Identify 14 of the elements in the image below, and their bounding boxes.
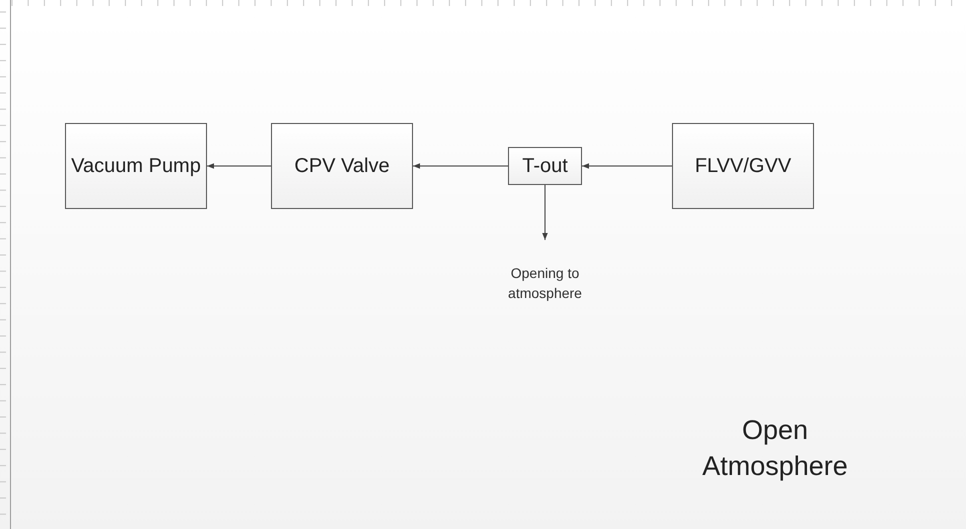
process-box [65, 123, 207, 209]
annotation-text: Opening to atmosphere [507, 264, 583, 303]
process-box [271, 123, 413, 209]
box-label: CPV Valve [293, 154, 391, 179]
arrow [542, 184, 548, 240]
box-label: FLVV/GVV [694, 154, 792, 179]
area-label: Open Atmosphere [701, 414, 849, 483]
box-label: Vacuum Pump [70, 154, 202, 179]
arrow [582, 163, 672, 169]
box-label: T-out [521, 154, 569, 179]
process-box [672, 123, 814, 209]
arrow [412, 163, 508, 169]
arrow [206, 163, 272, 169]
process-box [508, 147, 582, 185]
